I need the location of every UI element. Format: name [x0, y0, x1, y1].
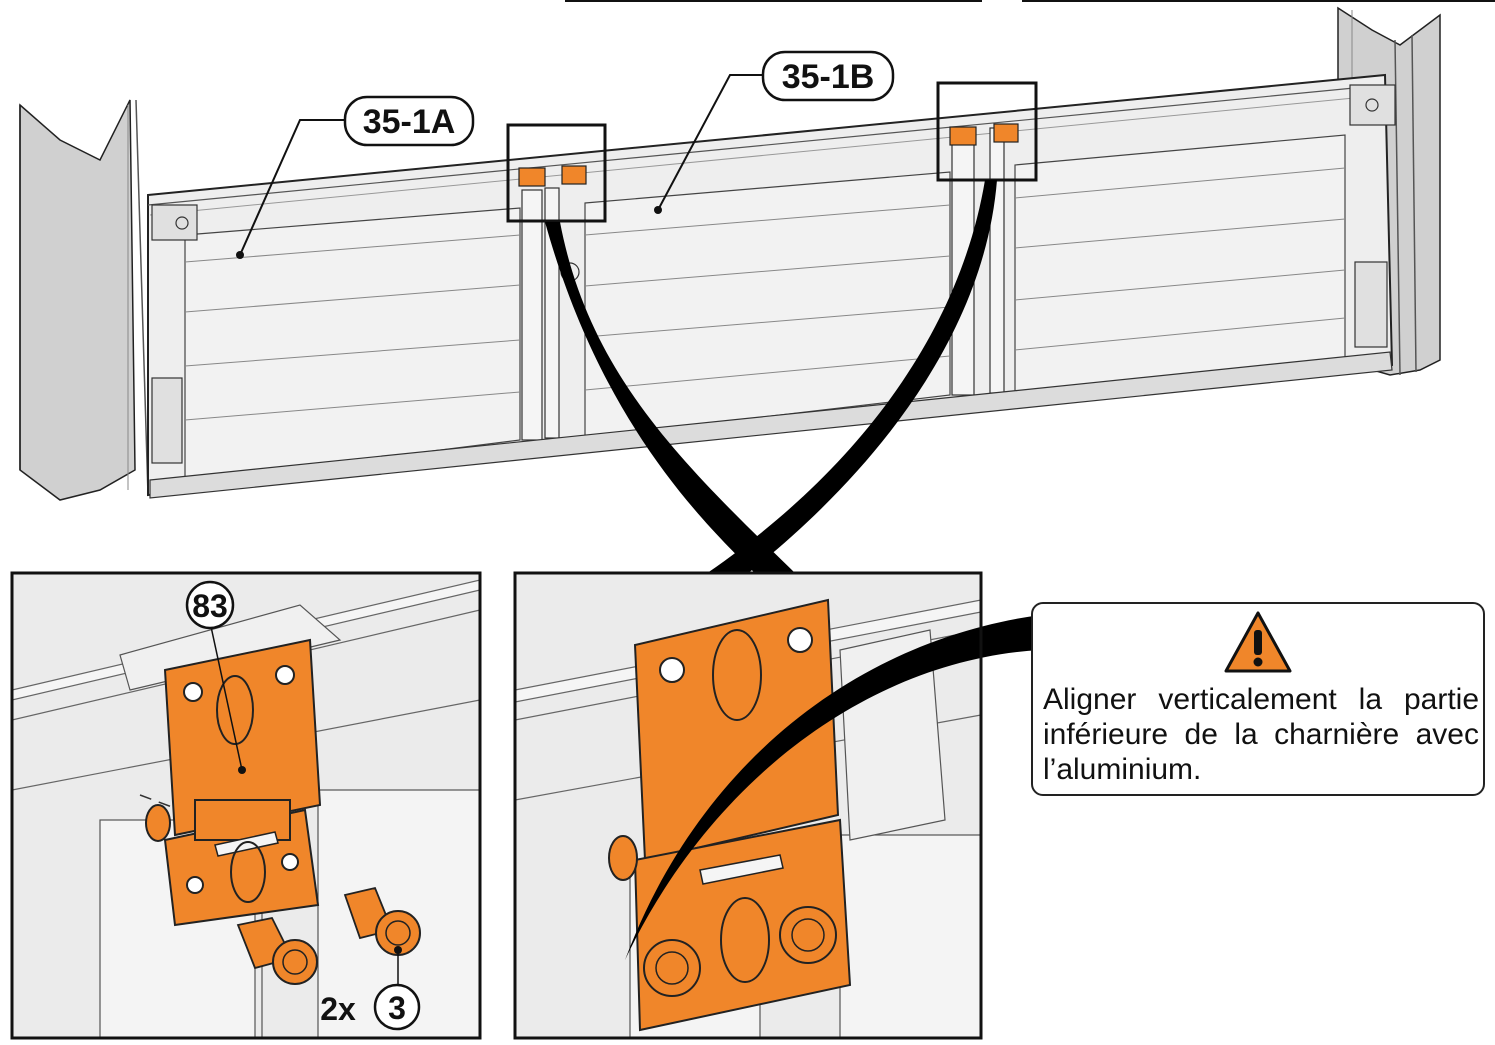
detail-box-left — [506, 123, 607, 223]
callout-3-label: 3 — [388, 990, 406, 1026]
leader-35-1a — [236, 119, 345, 259]
callout-83: 83 — [185, 580, 235, 630]
hinge-installed — [608, 598, 852, 1032]
overview-hinge-right-a — [949, 126, 977, 146]
detail-right — [513, 571, 1040, 1040]
alignment-note-text: Aligner verticalement la partie inférieu… — [1043, 683, 1479, 786]
gate-frame — [147, 73, 1396, 499]
gate-overview — [19, 6, 1441, 501]
callout-35-1a-label: 35-1A — [363, 103, 456, 141]
callout-35-1a: 35-1A — [343, 95, 475, 147]
detail-left: 83 3 2x — [10, 571, 482, 1040]
callout-35-1b: 35-1B — [761, 50, 895, 102]
callout-3: 3 — [373, 983, 421, 1031]
alignment-note: Aligner verticalement la partie inférieu… — [1031, 602, 1485, 796]
overview-hinge-left-b — [561, 165, 587, 185]
overview-hinge-left-a — [518, 167, 546, 187]
hinge-83 — [145, 638, 322, 927]
screw-b — [343, 886, 421, 956]
screw-a — [236, 916, 318, 985]
warning-triangle-icon — [1224, 611, 1292, 673]
overview-hinge-right-b — [993, 123, 1019, 143]
left-post — [19, 99, 149, 501]
strap-to-note — [625, 615, 1040, 960]
screw-quantity: 2x — [320, 991, 356, 1027]
callout-83-label: 83 — [192, 588, 228, 624]
leader-35-1b — [654, 74, 762, 214]
callout-35-1b-label: 35-1B — [782, 58, 875, 96]
